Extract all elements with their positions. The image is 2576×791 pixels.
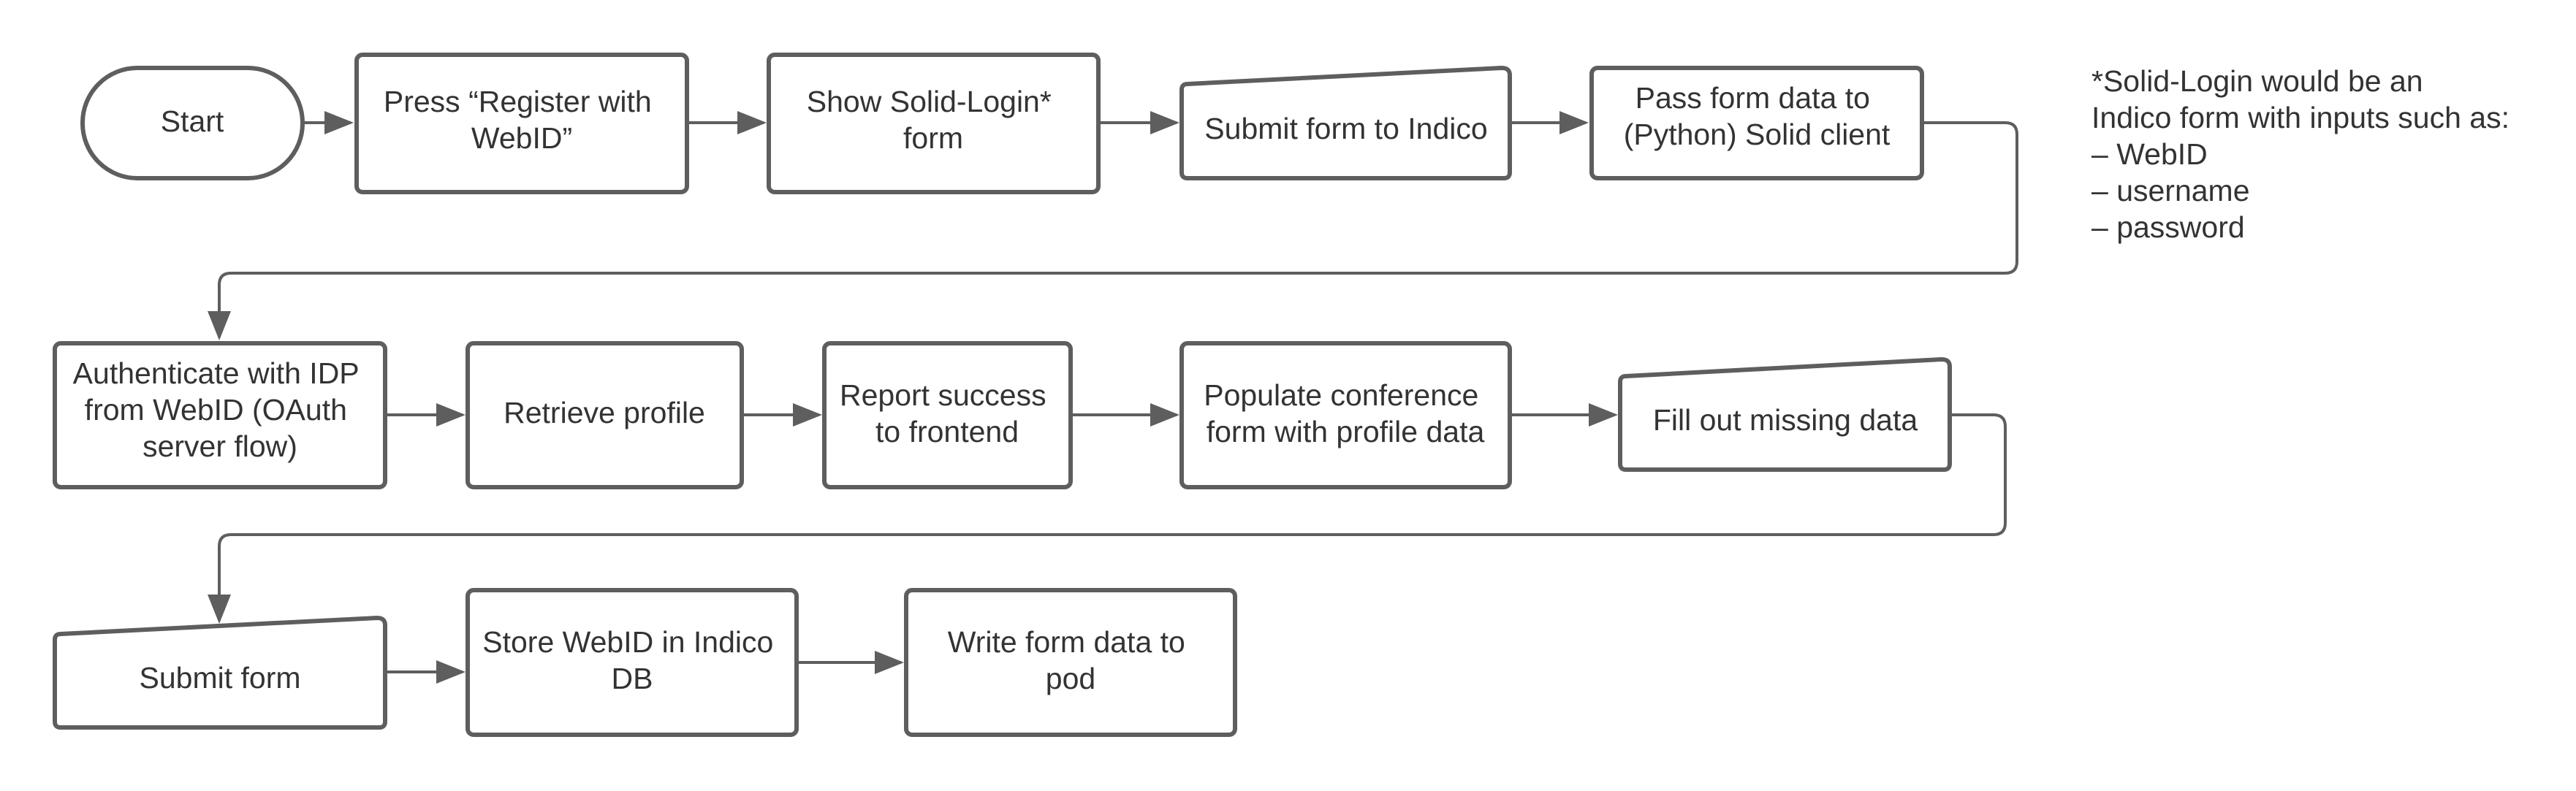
solid-login-note: *Solid-Login would be an Indico form wit… xyxy=(2091,64,2518,244)
manual-input-shape xyxy=(53,616,387,730)
node-retrieve-profile: Retrieve profile xyxy=(466,341,744,489)
process-shape xyxy=(767,53,1101,194)
node-store-webid: Store WebID in Indico DB xyxy=(466,588,799,737)
process-shape xyxy=(466,341,744,489)
connectors xyxy=(208,111,2018,684)
edge-pass-data-to-authenticate xyxy=(208,121,2018,340)
edge-fill-missing-to-submit-form xyxy=(208,413,2007,624)
node-label: Write form data to pod xyxy=(948,625,1193,695)
node-label: Pass form data to (Python) Solid client xyxy=(1624,81,1891,151)
process-shape xyxy=(822,341,1073,489)
node-submit-form: Submit form xyxy=(53,616,387,730)
node-label: Authenticate with IDP from WebID (OAuth … xyxy=(73,356,368,463)
node-label: Submit form to Indico xyxy=(1204,112,1487,145)
node-start: Start xyxy=(80,66,305,180)
node-label: Store WebID in Indico DB xyxy=(482,625,781,695)
process-shape xyxy=(354,53,689,194)
node-label: Press “Register with WebID” xyxy=(384,85,660,155)
node-report-success: Report success to frontend xyxy=(822,341,1073,489)
node-label: Fill out missing data xyxy=(1653,403,1918,437)
process-shape xyxy=(53,341,387,489)
node-label: Submit form xyxy=(140,661,301,695)
process-shape xyxy=(904,588,1237,737)
node-authenticate: Authenticate with IDP from WebID (OAuth … xyxy=(53,341,387,489)
node-fill-missing: Fill out missing data xyxy=(1618,357,1952,472)
node-label: Show Solid-Login* form xyxy=(807,85,1060,155)
node-show-solid-login: Show Solid-Login* form xyxy=(767,53,1101,194)
node-label: Populate conference form with profile da… xyxy=(1204,378,1487,448)
node-pass-form-data: Pass form data to (Python) Solid client xyxy=(1589,66,1924,180)
process-shape xyxy=(466,588,799,737)
process-shape xyxy=(1179,341,1512,489)
node-write-pod: Write form data to pod xyxy=(904,588,1237,737)
process-shape xyxy=(1589,66,1924,180)
note-text: *Solid-Login would be an Indico form wit… xyxy=(2091,64,2518,244)
node-submit-to-indico: Submit form to Indico xyxy=(1179,66,1512,180)
terminator-shape xyxy=(80,66,305,180)
manual-input-shape xyxy=(1618,357,1952,472)
node-label: Start xyxy=(161,104,224,138)
node-populate-form: Populate conference form with profile da… xyxy=(1179,341,1512,489)
node-label: Retrieve profile xyxy=(504,396,705,429)
node-label: Report success to frontend xyxy=(840,378,1055,448)
node-press-register: Press “Register with WebID” xyxy=(354,53,689,194)
manual-input-shape xyxy=(1179,66,1512,180)
